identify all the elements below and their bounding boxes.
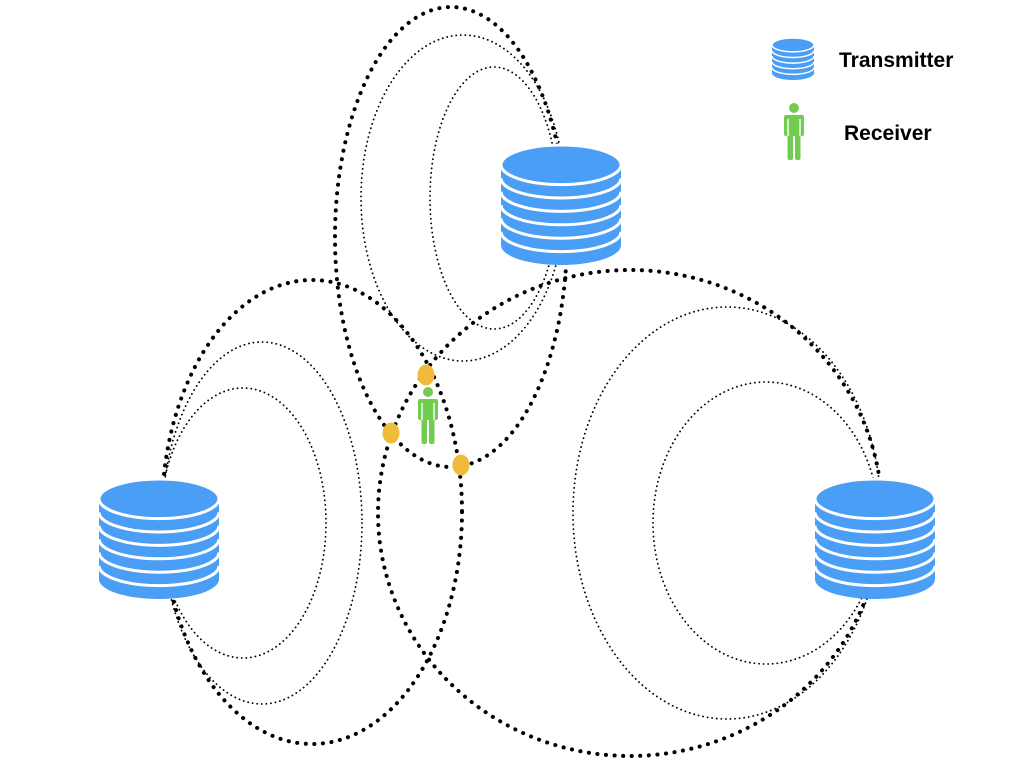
stack-divider [97,538,221,561]
stack-divider [499,218,623,240]
person-leg [787,133,793,160]
stack-top [771,37,815,53]
stack-divider [499,204,623,227]
signal-rings-right [376,268,884,758]
stack-divider [771,56,815,64]
signal-ring-left-inner [159,387,327,659]
stack-body [501,164,621,265]
intersection-points [382,364,470,476]
database-stack-icon [97,477,221,599]
person-leg [421,417,427,444]
stack-top [499,143,623,187]
intersection-point [417,364,435,386]
intersection-point [382,422,400,444]
database-stack-icon [499,143,623,265]
legend: Transmitter Receiver [771,37,953,160]
intersection-point [452,454,470,476]
person-icon [418,387,438,444]
stack-body [815,498,935,599]
stack-divider [813,538,937,561]
stack-divider [771,50,815,59]
stack-divider [97,565,221,588]
stack-divider [499,178,623,200]
stack-divider [499,191,623,213]
signal-ring-right-outer [376,268,884,758]
transmitter-right [813,477,937,599]
stack-divider [813,512,937,534]
stack-divider [813,565,937,588]
stack-top [97,477,221,521]
person-head [423,387,433,397]
receiver [418,387,438,444]
person-torso [784,115,804,136]
stack-divider [97,552,221,574]
person-leg [429,417,435,444]
stack-divider [771,61,815,70]
legend-receiver-label: Receiver [844,122,932,145]
signal-ring-left-outer [160,278,464,746]
stack-top [813,477,937,521]
stack-divider [771,67,815,76]
stack-divider [813,525,937,547]
stack-divider [813,552,937,574]
stack-body [99,498,219,599]
database-stack-icon [771,37,815,80]
stack-divider [97,525,221,547]
database-stack-icon [813,477,937,599]
person-torso [418,399,438,420]
stack-divider [499,231,623,254]
legend-transmitter-label: Transmitter [839,49,953,72]
person-icon [784,103,804,160]
transmitter-top [499,143,623,265]
legend-receiver: Receiver [784,103,932,160]
stack-divider [97,512,221,534]
legend-transmitter: Transmitter [771,37,953,80]
transmitter-left [97,477,221,599]
person-leg [795,133,801,160]
person-head [789,103,799,113]
